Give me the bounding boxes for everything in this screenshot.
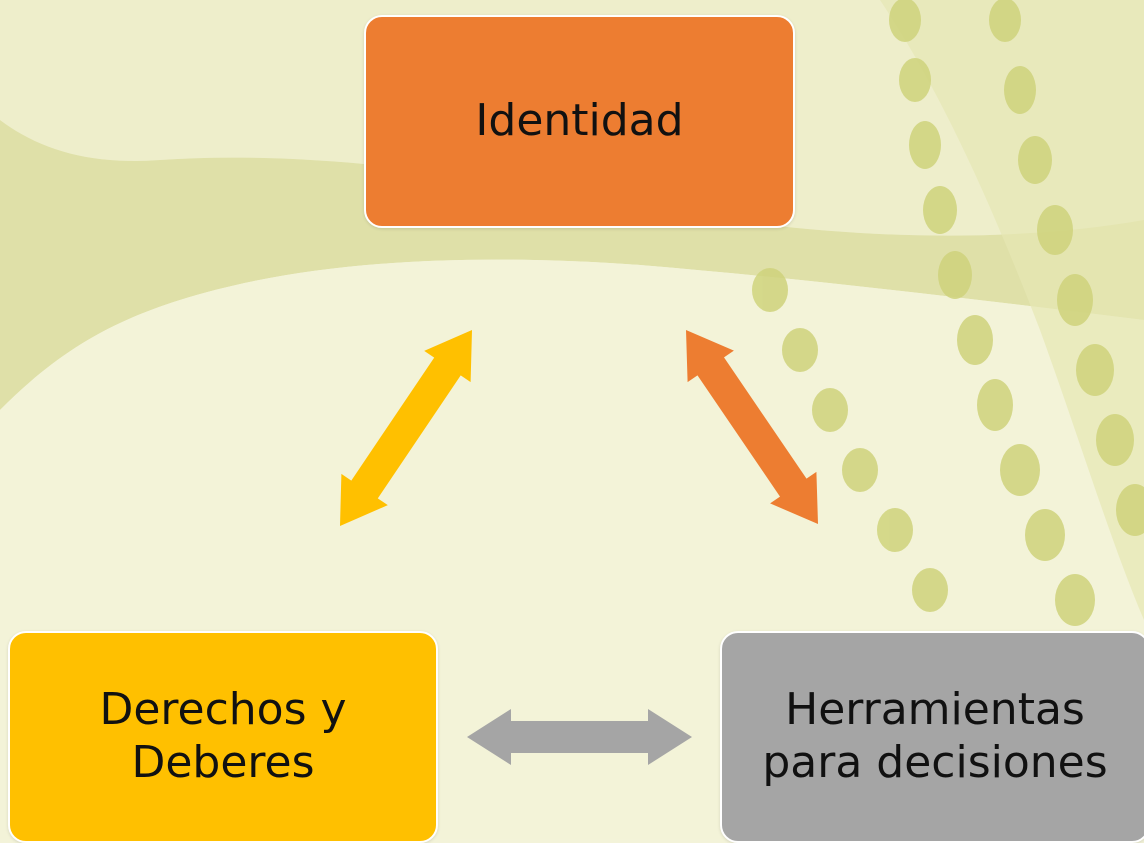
- node-derechos-y-deberes: Derechos y Deberes: [8, 631, 438, 843]
- node-herramientas-label: Herramientas para decisiones: [762, 684, 1108, 788]
- node-identidad-label: Identidad: [475, 95, 684, 147]
- node-herramientas-para-decisiones: Herramientas para decisiones: [720, 631, 1144, 843]
- node-identidad: Identidad: [364, 15, 795, 228]
- node-derechos-label: Derechos y Deberes: [99, 684, 347, 788]
- arrow-derechos-herramientas: [467, 709, 692, 765]
- arrow-herramientas-identidad: [686, 330, 818, 524]
- arrow-derechos-identidad: [340, 330, 472, 526]
